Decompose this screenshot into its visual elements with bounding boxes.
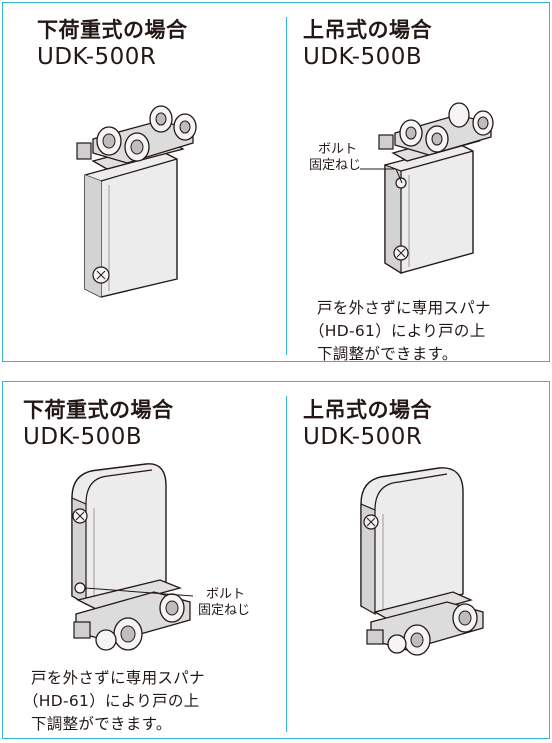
panel-divider [286, 17, 287, 355]
roller-illustration-udk500r-bottom-load [76, 105, 197, 298]
top-right-note-line-2: （HD-61）により戸の上 [309, 322, 486, 340]
callout-bolt-label: ボルト [318, 142, 358, 157]
top-panel: 下荷重式の場合 UDK-500R 上吊式の場合 UDK-500B [2, 2, 550, 363]
bottom-left-title: 下荷重式の場合 [23, 398, 174, 422]
panel-divider [286, 396, 287, 732]
bottom-right-model: UDK-500R [303, 424, 423, 450]
bottom-left-note-line-2: （HD-61）により戸の上 [23, 692, 200, 710]
callout-bolt-label: ボルト [206, 587, 246, 602]
top-left-model: UDK-500R [37, 44, 157, 70]
bottom-left-note-line-1: 戸を外さずに専用スパナ [31, 669, 205, 687]
roller-illustration-udk500b-top-hung [378, 102, 494, 275]
top-right-model: UDK-500B [303, 44, 423, 70]
top-left-title: 下荷重式の場合 [37, 18, 188, 42]
bottom-panel: 下荷重式の場合 UDK-500B 上吊式の場合 UDK-500R ボルト 固定ね… [2, 381, 550, 739]
top-right-note-line-1: 戸を外さずに専用スパナ [317, 299, 491, 317]
bottom-left-note-line-3: 下調整ができます。 [31, 715, 172, 733]
callout-leader-line [360, 168, 403, 184]
callout-leader-line [84, 587, 194, 597]
roller-illustration-udk500b-bottom-load [71, 463, 191, 651]
callout-set-screw-label: 固定ねじ [198, 603, 251, 618]
bottom-left-model: UDK-500B [23, 424, 143, 450]
roller-illustration-udk500r-top-hung [360, 467, 484, 656]
bottom-right-title: 上吊式の場合 [303, 398, 432, 422]
callout-set-screw-label: 固定ねじ [309, 158, 362, 173]
top-right-title: 上吊式の場合 [303, 18, 432, 42]
top-right-note-line-3: 下調整ができます。 [317, 345, 458, 363]
